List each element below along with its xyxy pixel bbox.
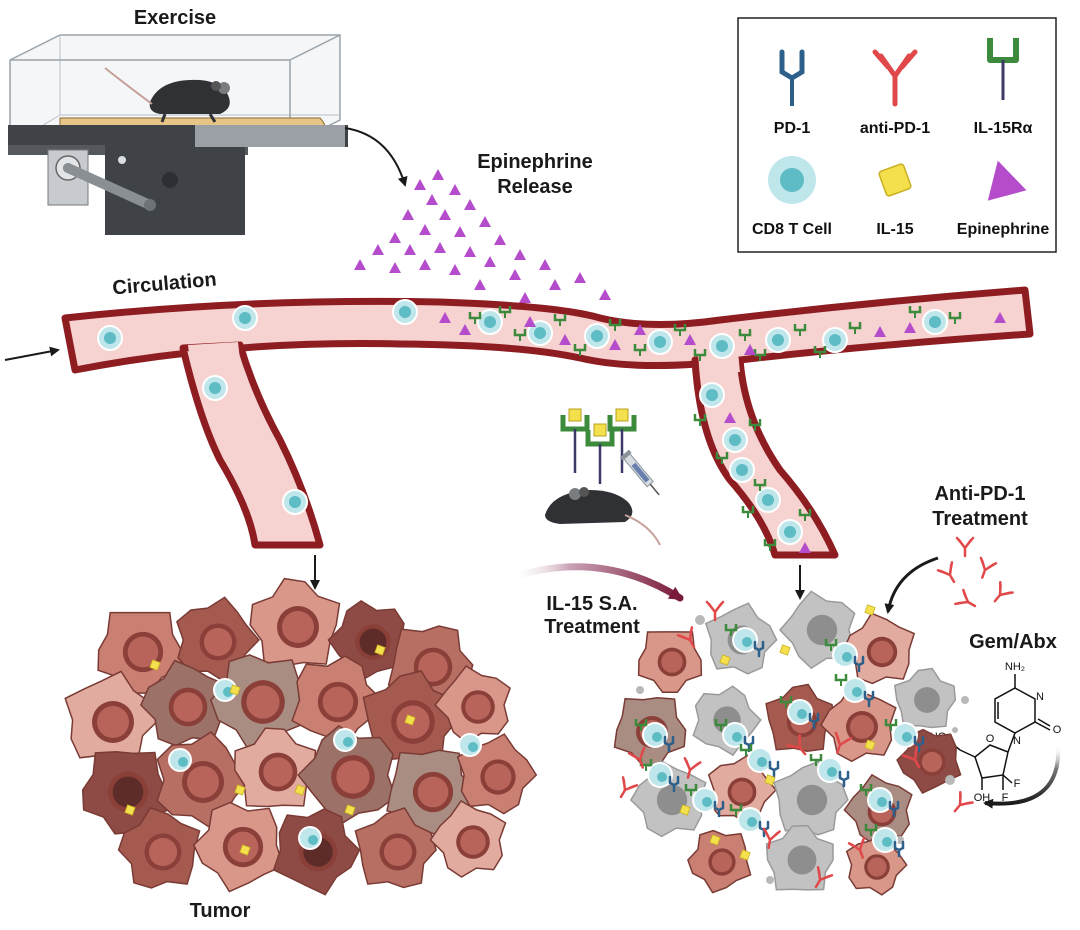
legend-box: PD-1 anti-PD-1 IL-15Rα CD8 T Cell IL-15 … — [737, 17, 1057, 253]
anti-pd1-icon — [872, 49, 918, 107]
antipd1-treatment-arrow — [884, 556, 939, 614]
epinephrine-release-label-line1: Epinephrine — [477, 151, 593, 173]
gemcitabine-molecule — [947, 674, 1051, 790]
pd1-icon — [779, 49, 805, 106]
il15-icon — [878, 163, 912, 197]
cd8-t-cell-icon — [768, 156, 816, 204]
il15-superagonist-illustration — [545, 408, 661, 546]
legend-il15ra-label: IL-15Rα — [974, 120, 1033, 137]
tumor-label: Tumor — [190, 900, 251, 922]
atom-f2: F — [1002, 792, 1009, 804]
treadmill-illustration — [8, 34, 348, 235]
antipd1-treatment-label-line1: Anti-PD-1 — [934, 483, 1025, 505]
atom-n1: N — [1036, 691, 1044, 703]
legend-cd8-label: CD8 T Cell — [752, 221, 832, 238]
il15-treatment-arrow — [506, 563, 684, 602]
antipd1-antibodies — [936, 536, 1014, 615]
antipd1-treatment-label-line2: Treatment — [932, 508, 1028, 530]
mouse-on-treadmill — [104, 67, 230, 123]
legend-pd1-label: PD-1 — [774, 120, 811, 137]
legend-epinephrine-label: Epinephrine — [957, 221, 1050, 238]
gemcitabine-atoms: NH₂ N N O O HO OH F F — [930, 661, 1062, 804]
epinephrine-icon — [987, 160, 1027, 201]
atom-n2: N — [1013, 735, 1021, 747]
epinephrine-release-label-line2: Release — [497, 176, 573, 198]
gem-abx-arrow — [983, 744, 1061, 809]
exercise-to-epinephrine-arrow — [344, 127, 408, 187]
tumor-left — [64, 577, 538, 896]
atom-nh2: NH₂ — [1005, 661, 1025, 673]
il15-treatment-label-line1: IL-15 S.A. — [546, 593, 637, 615]
atom-o-ring: O — [986, 733, 995, 745]
legend-anti-pd1-label: anti-PD-1 — [860, 120, 930, 137]
il15ra-icon — [987, 38, 1019, 100]
circulation-label: Circulation — [111, 269, 217, 300]
atom-f1: F — [1014, 778, 1021, 790]
treatment-mouse — [545, 487, 661, 546]
gem-abx-label: Gem/Abx — [969, 631, 1057, 653]
circulation-inflow-arrow — [4, 346, 60, 361]
atom-o-carbonyl: O — [1053, 724, 1062, 736]
tumor-right-treated — [612, 590, 974, 896]
il15-treatment-label-line2: Treatment — [544, 616, 640, 638]
legend-il15-label: IL-15 — [876, 221, 913, 238]
exercise-label: Exercise — [134, 7, 216, 29]
